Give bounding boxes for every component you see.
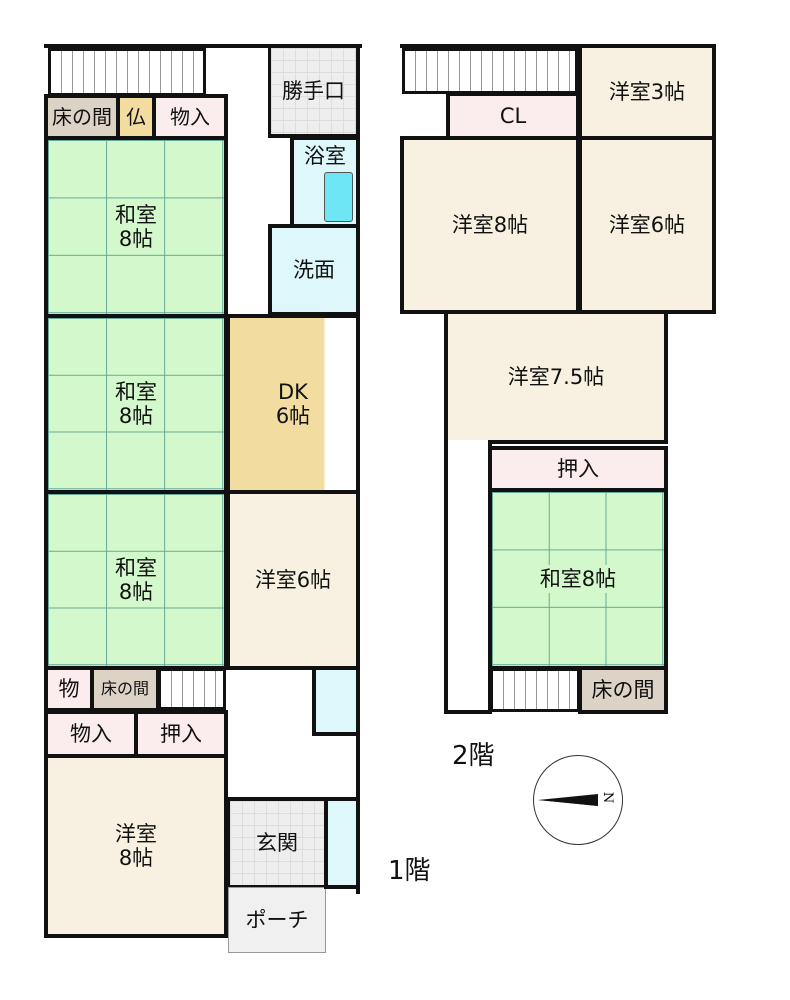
room-closet-cl: CL xyxy=(446,92,580,140)
room-closet: 押入 xyxy=(488,446,668,492)
room-entrance: 玄関 xyxy=(226,797,328,889)
room-washitsu-8: 和室8帖 xyxy=(488,488,668,670)
room-label: 和室8帖 xyxy=(533,564,623,594)
room-tokonoma: 床の間 xyxy=(44,94,120,140)
compass-arrow-icon xyxy=(538,794,598,806)
room-storage-small: 物 xyxy=(44,666,94,712)
staircase xyxy=(158,668,226,710)
room-toilet xyxy=(312,666,360,736)
room-storage-lower: 物入 xyxy=(44,710,138,758)
room-toilet-2 xyxy=(324,797,360,889)
floor-1-label: 1階 xyxy=(388,856,431,886)
room-dk: DK 6帖 xyxy=(226,314,360,494)
room-youshitsu-3: 洋室3帖 xyxy=(578,44,716,140)
wall xyxy=(356,44,360,894)
room-label: 和室 8帖 xyxy=(109,553,163,607)
room-storage: 物入 xyxy=(152,94,228,140)
room-youshitsu-6: 洋室6帖 xyxy=(226,490,360,670)
room-label: 和室 8帖 xyxy=(109,377,163,431)
room-washitsu-3: 和室 8帖 xyxy=(44,490,228,670)
floor-2-label: 2階 xyxy=(452,741,495,771)
room-tokonoma-lower: 床の間 xyxy=(90,666,160,712)
room-youshitsu-6: 洋室6帖 xyxy=(578,136,716,314)
room-back-door: 勝手口 xyxy=(268,44,360,138)
room-washitsu-1: 和室 8帖 xyxy=(44,136,228,318)
wall xyxy=(400,44,716,48)
room-label: 和室 8帖 xyxy=(109,200,163,254)
room-porch: ポーチ xyxy=(228,887,326,953)
room-youshitsu-7-5: 洋室7.5帖 xyxy=(444,310,668,444)
staircase xyxy=(490,668,580,712)
room-washroom: 洗面 xyxy=(268,224,360,316)
room-tokonoma: 床の間 xyxy=(578,666,668,714)
room-closet: 押入 xyxy=(134,710,228,758)
room-butsudan: 仏 xyxy=(116,94,156,140)
staircase xyxy=(402,48,578,94)
compass-north-label: N xyxy=(600,791,616,804)
hallway xyxy=(444,440,492,714)
room-washitsu-2: 和室 8帖 xyxy=(44,314,228,494)
compass: N xyxy=(533,755,623,845)
room-youshitsu-8: 洋室 8帖 xyxy=(44,754,228,938)
room-youshitsu-8: 洋室8帖 xyxy=(400,136,580,314)
wall xyxy=(44,44,362,48)
staircase xyxy=(48,48,206,96)
bathtub-icon xyxy=(324,172,353,222)
